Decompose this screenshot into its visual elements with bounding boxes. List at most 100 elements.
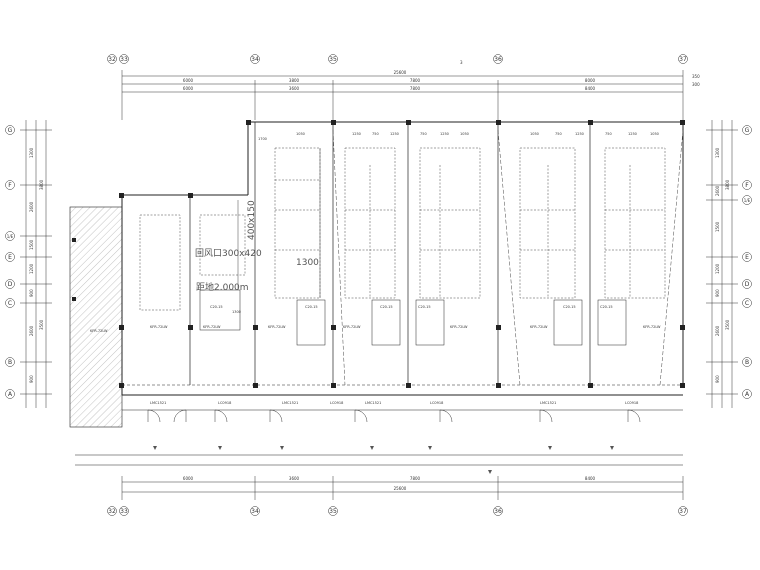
svg-text:3800: 3800 [39,179,44,190]
top-total-dim: 25600 [394,70,407,75]
svg-text:2600: 2600 [29,201,34,212]
room-tags: C20-15 C20-15 C20-15 C20-15 C20-15 C20-1… [210,305,613,309]
bottom-seg-4: 8400 [585,476,596,481]
svg-text:32: 32 [108,508,116,515]
row-bubble-D-left: D [5,279,15,289]
svg-text:36: 36 [494,508,502,515]
title-mark: 3 [460,60,463,65]
row-bubble-1E-right: 1/E [742,195,752,205]
svg-text:A: A [745,391,750,398]
svg-text:1200: 1200 [29,263,34,274]
svg-text:37: 37 [679,56,687,63]
room-tag: C20-15 [418,305,431,309]
row-bubble-E-right: E [742,252,752,262]
svg-text:900: 900 [715,289,720,297]
svg-text:1250: 1250 [628,132,637,136]
svg-text:B: B [8,359,12,366]
structural-columns [72,120,685,388]
svg-text:750: 750 [420,132,427,136]
unit-label: KFR-72LW [450,325,468,329]
axis-bubble-34-top: 34 [250,54,260,64]
duct-label-b: 400x150 [247,200,257,240]
door-tag: LMC1521 [282,401,298,405]
unit-label: KFR-72LW [343,325,361,329]
top-seg-1: 6000 [183,78,194,83]
door-tag: LMC1521 [150,401,166,405]
callout-a: 1300 [296,258,319,268]
svg-text:34: 34 [251,508,259,515]
axis-bubble-32-top: 32 [107,54,117,64]
right-axis-bubbles: G F 1/E E D C B A [742,125,752,399]
svg-text:1050: 1050 [460,132,469,136]
door-tag: LMC1521 [540,401,556,405]
svg-text:33: 33 [120,508,128,515]
bottom-seg-3: 7800 [410,476,421,481]
top-seg-b-4: 8400 [585,86,596,91]
room-tag: C20-15 [563,305,576,309]
unit-label: KFR-72LW [203,325,221,329]
left-axis-bubbles: G F 1/E E D C B A [5,125,15,399]
svg-text:G: G [8,127,13,134]
side-dimension-lines [20,120,738,408]
svg-text:1500: 1500 [715,221,720,232]
door-tag: LC0918 [430,401,443,405]
svg-text:35: 35 [329,508,337,515]
row-bubble-C-right: C [742,298,752,308]
row-bubble-G-right: G [742,125,752,135]
svg-text:D: D [8,281,13,288]
callout-b: 1300 [232,310,241,314]
row-bubble-B-right: B [742,357,752,367]
axis-bubble-37-bottom: 37 [678,506,688,516]
top-seg-b-2: 3600 [289,86,300,91]
svg-text:1050: 1050 [296,132,305,136]
svg-text:1500: 1500 [29,239,34,250]
top-right-small-1: 350 [692,74,700,79]
row-bubble-A-right: A [742,389,752,399]
svg-text:1300: 1300 [715,147,720,158]
svg-text:3500: 3500 [39,319,44,330]
svg-text:A: A [8,391,13,398]
axis-bubble-35-bottom: 35 [328,506,338,516]
svg-text:1250: 1250 [390,132,399,136]
top-dimension-chains [121,70,684,120]
svg-text:2600: 2600 [715,325,720,336]
svg-text:900: 900 [29,375,34,383]
axis-bubble-32-bottom: 32 [107,506,117,516]
svg-text:C: C [745,300,749,307]
axis-bubble-34-bottom: 34 [250,506,260,516]
bottom-seg-2: 3600 [289,476,300,481]
axis-bubble-35-top: 35 [328,54,338,64]
right-dim-values: 1300 2600 3800 1500 1200 900 2600 3500 9… [715,147,730,383]
door-tag: LMC1521 [365,401,381,405]
svg-text:1/E: 1/E [7,234,14,239]
svg-text:900: 900 [715,375,720,383]
row-bubble-A-left: A [5,389,15,399]
bottom-seg-1: 6000 [183,476,194,481]
interior-dims: 1700 1050 1250 750 1250 750 1250 1050 10… [258,132,659,141]
hvac-piping [139,129,684,386]
svg-text:E: E [8,254,12,261]
room-tag: C20-15 [305,305,318,309]
svg-text:1250: 1250 [440,132,449,136]
svg-text:35: 35 [329,56,337,63]
top-axis-bubbles: 32 33 34 35 36 37 [107,54,688,64]
room-tag: C20-15 [600,305,613,309]
axis-bubble-37-top: 37 [678,54,688,64]
outdoor-unit-markers [153,446,614,474]
svg-text:750: 750 [372,132,379,136]
unit-label: KFR-72LW [150,325,168,329]
unit-label: KFR-72LW [90,329,108,333]
row-bubble-B-left: B [5,357,15,367]
left-dim-values: 1300 2600 3800 1500 1200 900 2600 3500 9… [29,147,44,383]
svg-text:B: B [745,359,749,366]
top-seg-3: 7800 [410,78,421,83]
row-bubble-F-right: F [742,180,752,190]
building-walls [69,121,684,466]
svg-text:750: 750 [605,132,612,136]
svg-text:D: D [745,281,750,288]
axis-bubble-36-top: 36 [493,54,503,64]
top-right-small-2: 300 [692,82,700,87]
door-tag: LC0918 [218,401,231,405]
svg-text:1/E: 1/E [744,198,751,203]
